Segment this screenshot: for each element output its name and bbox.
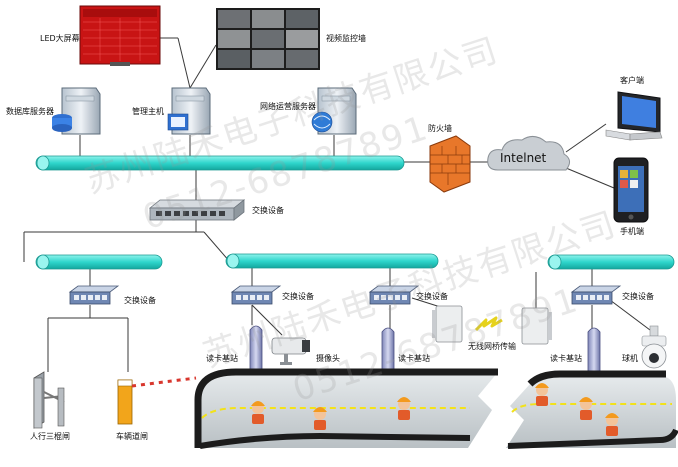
wireless-signal-icon: [474, 316, 503, 332]
client-label: 客户端: [620, 76, 644, 85]
main-switch-icon: [148, 199, 246, 221]
internet-cloud-icon: [487, 136, 570, 171]
switch-left-icon: [68, 285, 120, 305]
worker-icon: [313, 407, 327, 430]
net-server-label: 网络运营服务器: [260, 102, 316, 111]
phone-icon: [613, 157, 649, 223]
dome-camera-icon: [641, 325, 667, 369]
worker-icon: [605, 413, 619, 436]
internet-label: Intelnet: [500, 151, 547, 165]
worker-icon: [535, 383, 549, 406]
worker-icon: [397, 397, 411, 420]
phone-label: 手机端: [620, 227, 644, 236]
switch-1-label: 交换设备: [124, 296, 156, 305]
switch-3-label: 交换设备: [416, 292, 448, 301]
firewall-label: 防火墙: [428, 124, 452, 133]
card-reader-3-icon: [587, 327, 601, 376]
reader-2-label: 读卡基站: [398, 354, 430, 363]
worker-icon: [579, 397, 593, 420]
barrier-gate-icon: [117, 376, 197, 425]
video-wall: [216, 8, 320, 70]
network-operation-server: [311, 87, 357, 135]
db-server-label: 数据库服务器: [6, 107, 54, 116]
video-wall-label: 视频监控墙: [326, 34, 366, 43]
database-server: [52, 87, 101, 135]
camera-icon: [271, 337, 310, 365]
reader-1-label: 读卡基站: [206, 354, 238, 363]
mgmt-host-label: 管理主机: [132, 107, 164, 116]
switch-4-label: 交换设备: [622, 292, 654, 301]
wireless-bridge-right-icon: [521, 307, 552, 345]
barrier-label: 车辆道闸: [116, 432, 148, 441]
camera-label: 摄像头: [316, 354, 340, 363]
switch-2-label: 交换设备: [282, 292, 314, 301]
switch-right-icon: [570, 285, 622, 305]
led-screen-label: LED大屏幕: [40, 34, 80, 43]
sub-bus-left: [35, 254, 163, 270]
sub-bus-middle: [225, 253, 439, 269]
tunnel-illustration: [194, 368, 678, 449]
turnstile-label: 人行三棍闸: [30, 432, 70, 441]
worker-icon: [251, 401, 265, 424]
wireless-bridge-label: 无线网桥传输: [468, 342, 516, 351]
main-network-bus: [35, 155, 405, 171]
switch-main-label: 交换设备: [252, 206, 284, 215]
firewall-icon: [429, 135, 471, 193]
turnstile-icon: [33, 371, 65, 429]
management-host: [167, 87, 211, 135]
wireless-bridge-left-icon: [432, 305, 463, 343]
sub-bus-right: [547, 254, 675, 270]
client-desktop-icon: [605, 91, 663, 141]
switch-middle-icon: [230, 285, 282, 305]
dome-camera-label: 球机: [622, 354, 638, 363]
switch-middle2-icon: [368, 285, 420, 305]
reader-3-label: 读卡基站: [550, 354, 582, 363]
led-screen: [79, 5, 161, 66]
